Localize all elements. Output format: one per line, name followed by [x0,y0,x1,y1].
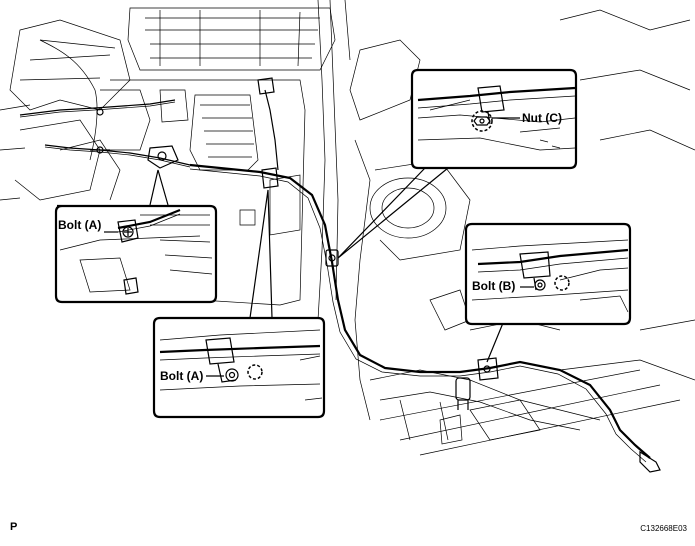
figure-code: C132668E03 [640,524,687,533]
label-bolt-a-top: Bolt (A) [58,218,101,232]
bolt-icon [534,279,546,291]
bolt-icon [225,368,239,382]
inset-bolt-b [464,222,632,326]
label-bolt-a-bottom: Bolt (A) [160,369,203,383]
underbody-structure [0,0,695,456]
nut-icon [471,110,493,132]
inset-nut-c [410,68,578,170]
inset-bolt-a-top [54,204,218,304]
callout-labels: Bolt (A) Bolt (A) Nut (C) Bolt (B) [58,111,562,383]
bolt-icon [122,226,134,238]
inset-bolt-a-bottom [152,316,326,419]
corner-mark: P [10,521,18,533]
label-bolt-b: Bolt (B) [472,279,515,293]
parking-brake-cable [19,77,661,473]
label-nut-c: Nut (C) [522,111,562,125]
